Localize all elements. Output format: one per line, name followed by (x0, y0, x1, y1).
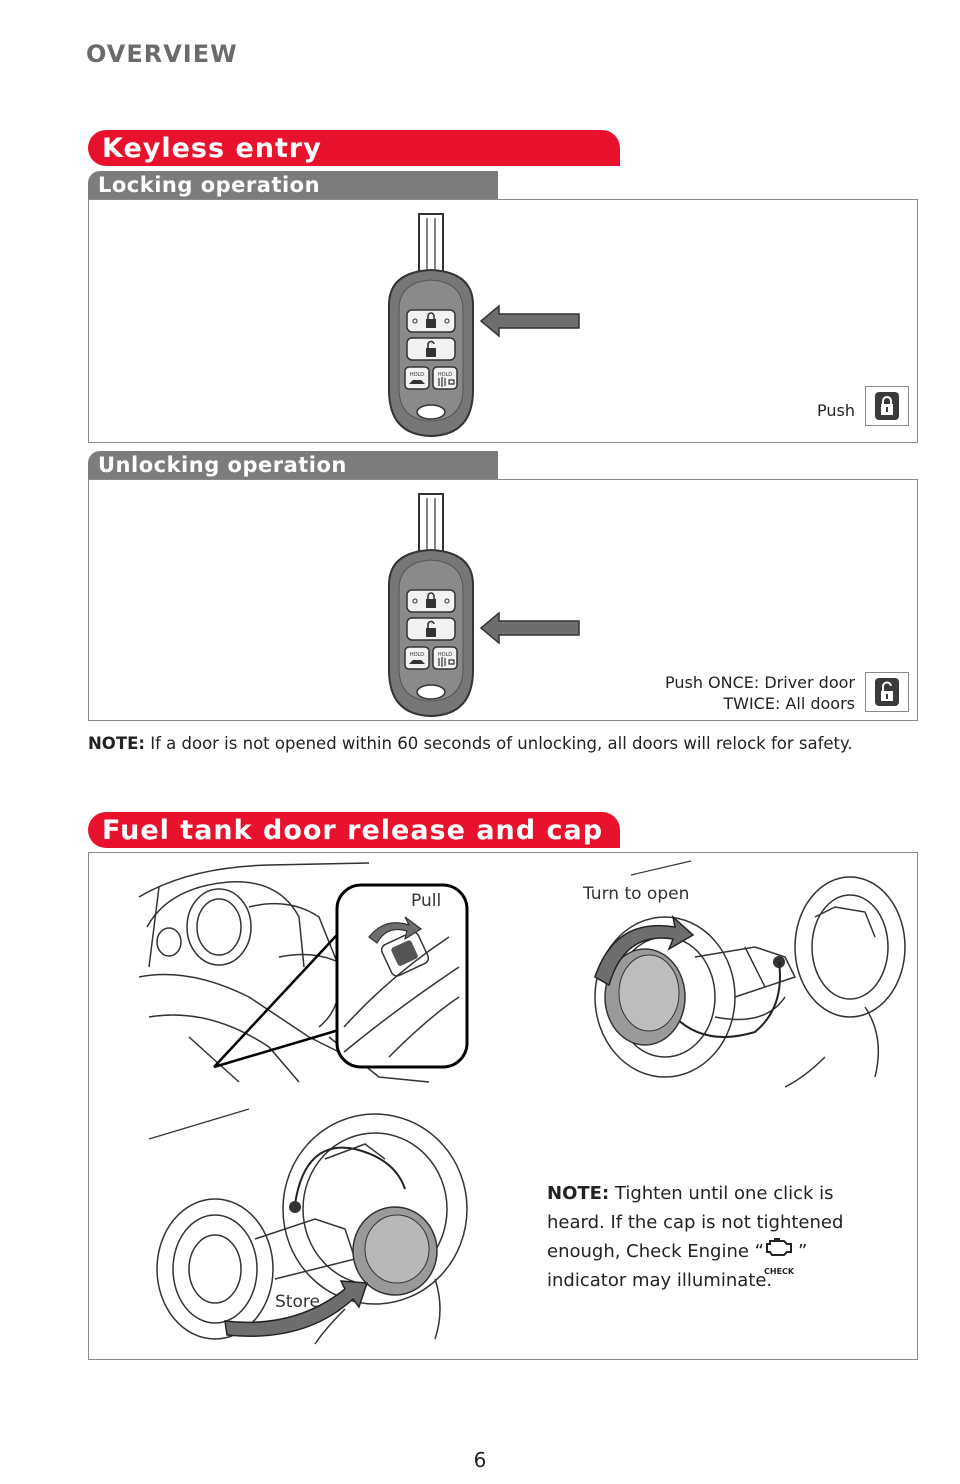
turn-to-open-label: Turn to open (583, 884, 690, 904)
unlocking-push-label: Push ONCE: Driver door TWICE: All doors (665, 672, 855, 714)
locking-push-label: Push (817, 401, 855, 420)
fuel-note-text-1: Tighten until one click is heard. If the… (547, 1183, 844, 1262)
svg-text:HOLD: HOLD (410, 372, 424, 378)
check-label: CHECK (764, 1267, 795, 1276)
engine-symbol-icon (766, 1238, 793, 1256)
check-engine-icon: CHECK (764, 1238, 798, 1276)
pull-label: Pull (411, 891, 442, 911)
keyless-entry-banner: Keyless entry (88, 130, 620, 166)
unlocking-push-twice: TWICE: All doors (723, 694, 855, 713)
svg-text:HOLD: HOLD (410, 652, 424, 658)
unlocking-push-once: Push ONCE: Driver door (664, 673, 855, 692)
key-fob-unlock-illustration: HOLD HOLD (388, 493, 580, 718)
fuel-note-label: NOTE: (547, 1183, 610, 1204)
svg-text:HOLD: HOLD (438, 652, 452, 658)
unlocking-operation-panel: HOLD HOLD Push ONCE: Driver door TWICE: … (88, 479, 918, 721)
fuel-cap-store-illustration (148, 1108, 468, 1345)
locking-operation-panel: HOLD HOLD Push (88, 199, 918, 443)
fuel-note: NOTE: Tighten until one click is heard. … (547, 1179, 877, 1295)
unlock-button-icon-box (865, 672, 909, 712)
key-fob-lock-illustration: HOLD HOLD (388, 213, 580, 438)
svg-text:HOLD: HOLD (438, 372, 452, 378)
page-number: 6 (473, 1448, 487, 1472)
keyless-note-text: If a door is not opened within 60 second… (150, 734, 853, 753)
fuel-door-lever-illustration (138, 862, 469, 1083)
unlock-icon (875, 678, 899, 706)
keyless-note-label: NOTE: (88, 734, 145, 753)
lock-button-icon-box (865, 386, 909, 426)
unlocking-operation-heading: Unlocking operation (88, 451, 498, 479)
store-label: Store (275, 1292, 320, 1312)
page-title: OVERVIEW (86, 40, 238, 68)
fuel-note-text-2: ” indicator may illuminate. (547, 1241, 808, 1291)
fuel-tank-panel: Pull Turn to open (88, 852, 918, 1360)
fuel-tank-banner: Fuel tank door release and cap (88, 812, 620, 848)
lock-icon (875, 392, 899, 420)
locking-operation-heading: Locking operation (88, 171, 498, 199)
fuel-cap-open-illustration (594, 860, 906, 1088)
keyless-note: NOTE: If a door is not opened within 60 … (88, 731, 908, 756)
